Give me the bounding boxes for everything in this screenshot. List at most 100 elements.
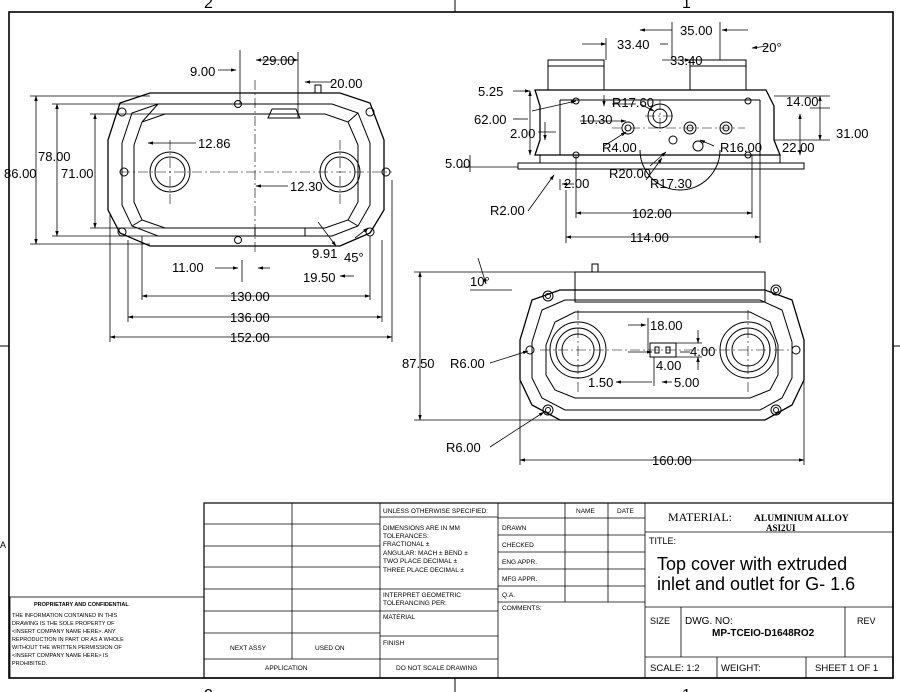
proprietary-line-4: REPRODUCTION IN PART OR AS A WHOLE [12,637,124,643]
three-place-tol: THREE PLACE DECIMAL ± [383,567,464,574]
top-view-geometry [107,84,391,247]
drawn-label: DRAWN [502,525,527,532]
zone-label-top-left: 2 [204,0,213,12]
proprietary-title: PROPRIETARY AND CONFIDENTIAL [34,602,129,608]
used-on-label: USED ON [315,645,345,652]
dim-160: 160.00 [652,453,692,468]
drawing-title-line-1: Top cover with extruded [657,554,847,574]
top-view: 9.00 29.00 20.00 12.86 12.30 78.00 86.00… [4,50,393,345]
next-assy-label: NEXT ASSY [230,645,267,652]
tolerancing-per: TOLERANCING PER: [383,600,447,607]
fractional-tol: FRACTIONAL ± [383,541,430,548]
dim-33-40-a: 33.40 [617,37,650,52]
dwg-number: MP-TCEIO-D1648RO2 [712,628,815,639]
dim-r20: R20.00 [609,166,651,181]
drawing-title-line-2: inlet and outlet for G- 1.6 [657,574,855,594]
dim-12-86: 12.86 [198,136,231,151]
dim-10deg: 10° [470,274,490,289]
checked-label: CHECKED [502,542,534,549]
finish-label: FINISH [383,640,405,647]
zone-label-bottom-left: 2 [204,687,213,692]
dim-5: 5.00 [445,156,470,171]
application-label: APPLICATION [265,665,308,672]
dim-152: 152.00 [230,330,270,345]
dim-r16: R16.00 [720,140,762,155]
qa-label: Q.A. [502,592,515,599]
dim-r17-60: R17.60 [612,95,654,110]
weight-label: WEIGHT: [721,663,761,674]
date-header: DATE [617,508,635,515]
material-value-2: ASI2UI [766,523,796,533]
name-header: NAME [576,508,595,515]
dim-20: 20.00 [330,76,363,91]
dim-4-a: 4.00 [690,344,715,359]
mfg-appr-label: MFG APPR. [502,576,538,583]
proprietary-line-1: THE INFORMATION CONTAINED IN THIS [12,613,117,619]
dim-29: 29.00 [262,53,295,68]
dim-33-40-b: 33.40 [670,53,703,68]
zone-label-side-left: A [0,540,6,550]
dim-r2: R2.00 [490,203,525,218]
dim-86: 86.00 [4,166,37,181]
dim-2-a: 2.00 [510,126,535,141]
zone-label-bottom-right: 1 [682,687,691,692]
dim-12-30: 12.30 [290,179,323,194]
dim-5-25: 5.25 [478,84,503,99]
dim-r6-b: R6.00 [446,440,481,455]
dim-1-50: 1.50 [588,375,613,390]
front-view-centerlines [612,100,745,132]
dim-2-b: 2.00 [564,176,589,191]
dim-136: 136.00 [230,310,270,325]
dim-r17-30: R17.30 [650,176,692,191]
bottom-view-geometry [519,263,805,421]
bottom-view-dimension-lines [414,257,805,465]
dim-20deg: 20° [762,40,782,55]
dim-22: 22.00 [782,140,815,155]
dim-45deg: 45° [344,250,364,265]
dim-9: 9.00 [190,64,215,79]
bottom-view-centerlines [540,310,790,392]
dim-35: 35.00 [680,23,713,38]
dim-11: 11.00 [172,260,204,275]
dim-r6-a: R6.00 [450,356,485,371]
dim-r4: R4.00 [602,140,637,155]
dim-18: 18.00 [650,318,683,333]
proprietary-line-6: <INSERT COMPANY NAME HERE> IS [12,653,109,659]
dim-62: 62.00 [474,112,507,127]
angular-tol: ANGULAR: MACH ± BEND ± [383,550,468,557]
zone-label-top-right: 1 [682,0,691,12]
front-view: 35.00 33.40 33.40 20° 5.25 62.00 10.30 R… [445,22,869,245]
front-view-dimension-lines [460,22,830,243]
front-view-geometry [517,59,805,191]
material-label: MATERIAL [383,614,415,621]
dim-10-30: 10.30 [580,112,613,127]
unless-specified: UNLESS OTHERWISE SPECIFIED: [383,508,488,515]
dim-114: 114.00 [630,230,669,245]
tolerances-label: TOLERANCES: [383,533,429,540]
top-view-dimension-lines [30,50,393,342]
bottom-view: 10° 18.00 4.00 4.00 87.50 R6.00 1.50 5.0… [402,257,805,468]
dim-71: 71.00 [61,166,94,181]
dim-130: 130.00 [230,289,270,304]
dim-78: 78.00 [38,149,71,164]
rev-label: REV [857,616,876,626]
sheet-label: SHEET 1 OF 1 [815,663,878,674]
dims-in-mm: DIMENSIONS ARE IN MM [383,525,460,532]
do-not-scale: DO NOT SCALE DRAWING [396,665,477,672]
dim-4-b: 4.00 [656,358,681,373]
dim-31: 31.00 [836,126,869,141]
dim-19-50: 19.50 [303,270,336,285]
dim-9-91: 9.91 [312,246,337,261]
interpret-geometric: INTERPRET GEOMETRIC [383,592,461,599]
dim-5-b: 5.00 [674,375,699,390]
dim-87-50: 87.50 [402,356,435,371]
comments-label: COMMENTS: [502,605,542,612]
top-view-centerlines [120,80,392,255]
proprietary-line-3: <INSERT COMPANY NAME HERE>. ANY [12,629,116,635]
proprietary-line-7: PROHIBITED. [12,661,48,667]
material-prefix: MATERIAL: [668,510,732,524]
proprietary-line-2: DRAWING IS THE SOLE PROPERTY OF [12,621,115,627]
size-label: SIZE [650,616,670,626]
material-value-1: ALUMINIUM ALLOY [754,514,849,524]
